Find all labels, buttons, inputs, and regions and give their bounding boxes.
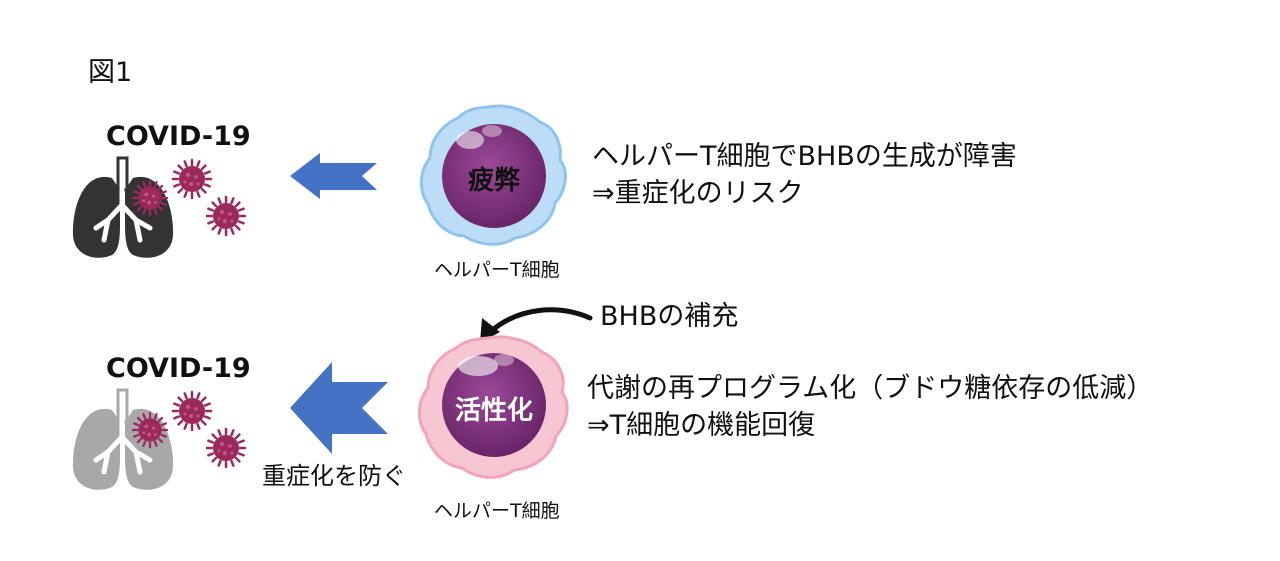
cell-state-active: 活性化 <box>454 396 533 426</box>
virus-icon <box>171 390 213 432</box>
left-arrow-small <box>290 153 377 199</box>
top-description-line2: ⇒重症化のリスク <box>592 178 804 209</box>
left-arrow-large <box>290 362 388 454</box>
figure-label: 図1 <box>88 57 133 88</box>
tired-t-cell-icon <box>420 104 567 246</box>
covid-label-top: COVID-19 <box>106 121 251 152</box>
bottom-description-line2: ⇒T細胞の機能回復 <box>587 410 816 441</box>
arrow-caption: 重症化を防ぐ <box>262 462 406 490</box>
lungs-icon-dark <box>72 156 174 258</box>
supplement-arrowhead <box>480 318 500 343</box>
virus-icon <box>171 158 213 200</box>
covid-label-bottom: COVID-19 <box>106 353 251 384</box>
cell-caption-bottom: ヘルパーT細胞 <box>434 500 560 522</box>
top-description-line1: ヘルパーT細胞でBHBの生成が障害 <box>592 141 1017 172</box>
supplement-label: BHBの補充 <box>600 301 739 332</box>
cell-caption-top: ヘルパーT細胞 <box>434 259 560 281</box>
lungs-icon-light <box>72 388 174 490</box>
virus-icon <box>205 195 247 237</box>
cell-state-tired: 疲弊 <box>467 166 520 196</box>
virus-icon <box>205 427 247 469</box>
active-t-cell-icon <box>418 335 569 479</box>
bottom-description-line1: 代謝の再プログラム化（ブドウ糖依存の低減） <box>587 373 1154 404</box>
supplement-arrow <box>487 307 593 335</box>
